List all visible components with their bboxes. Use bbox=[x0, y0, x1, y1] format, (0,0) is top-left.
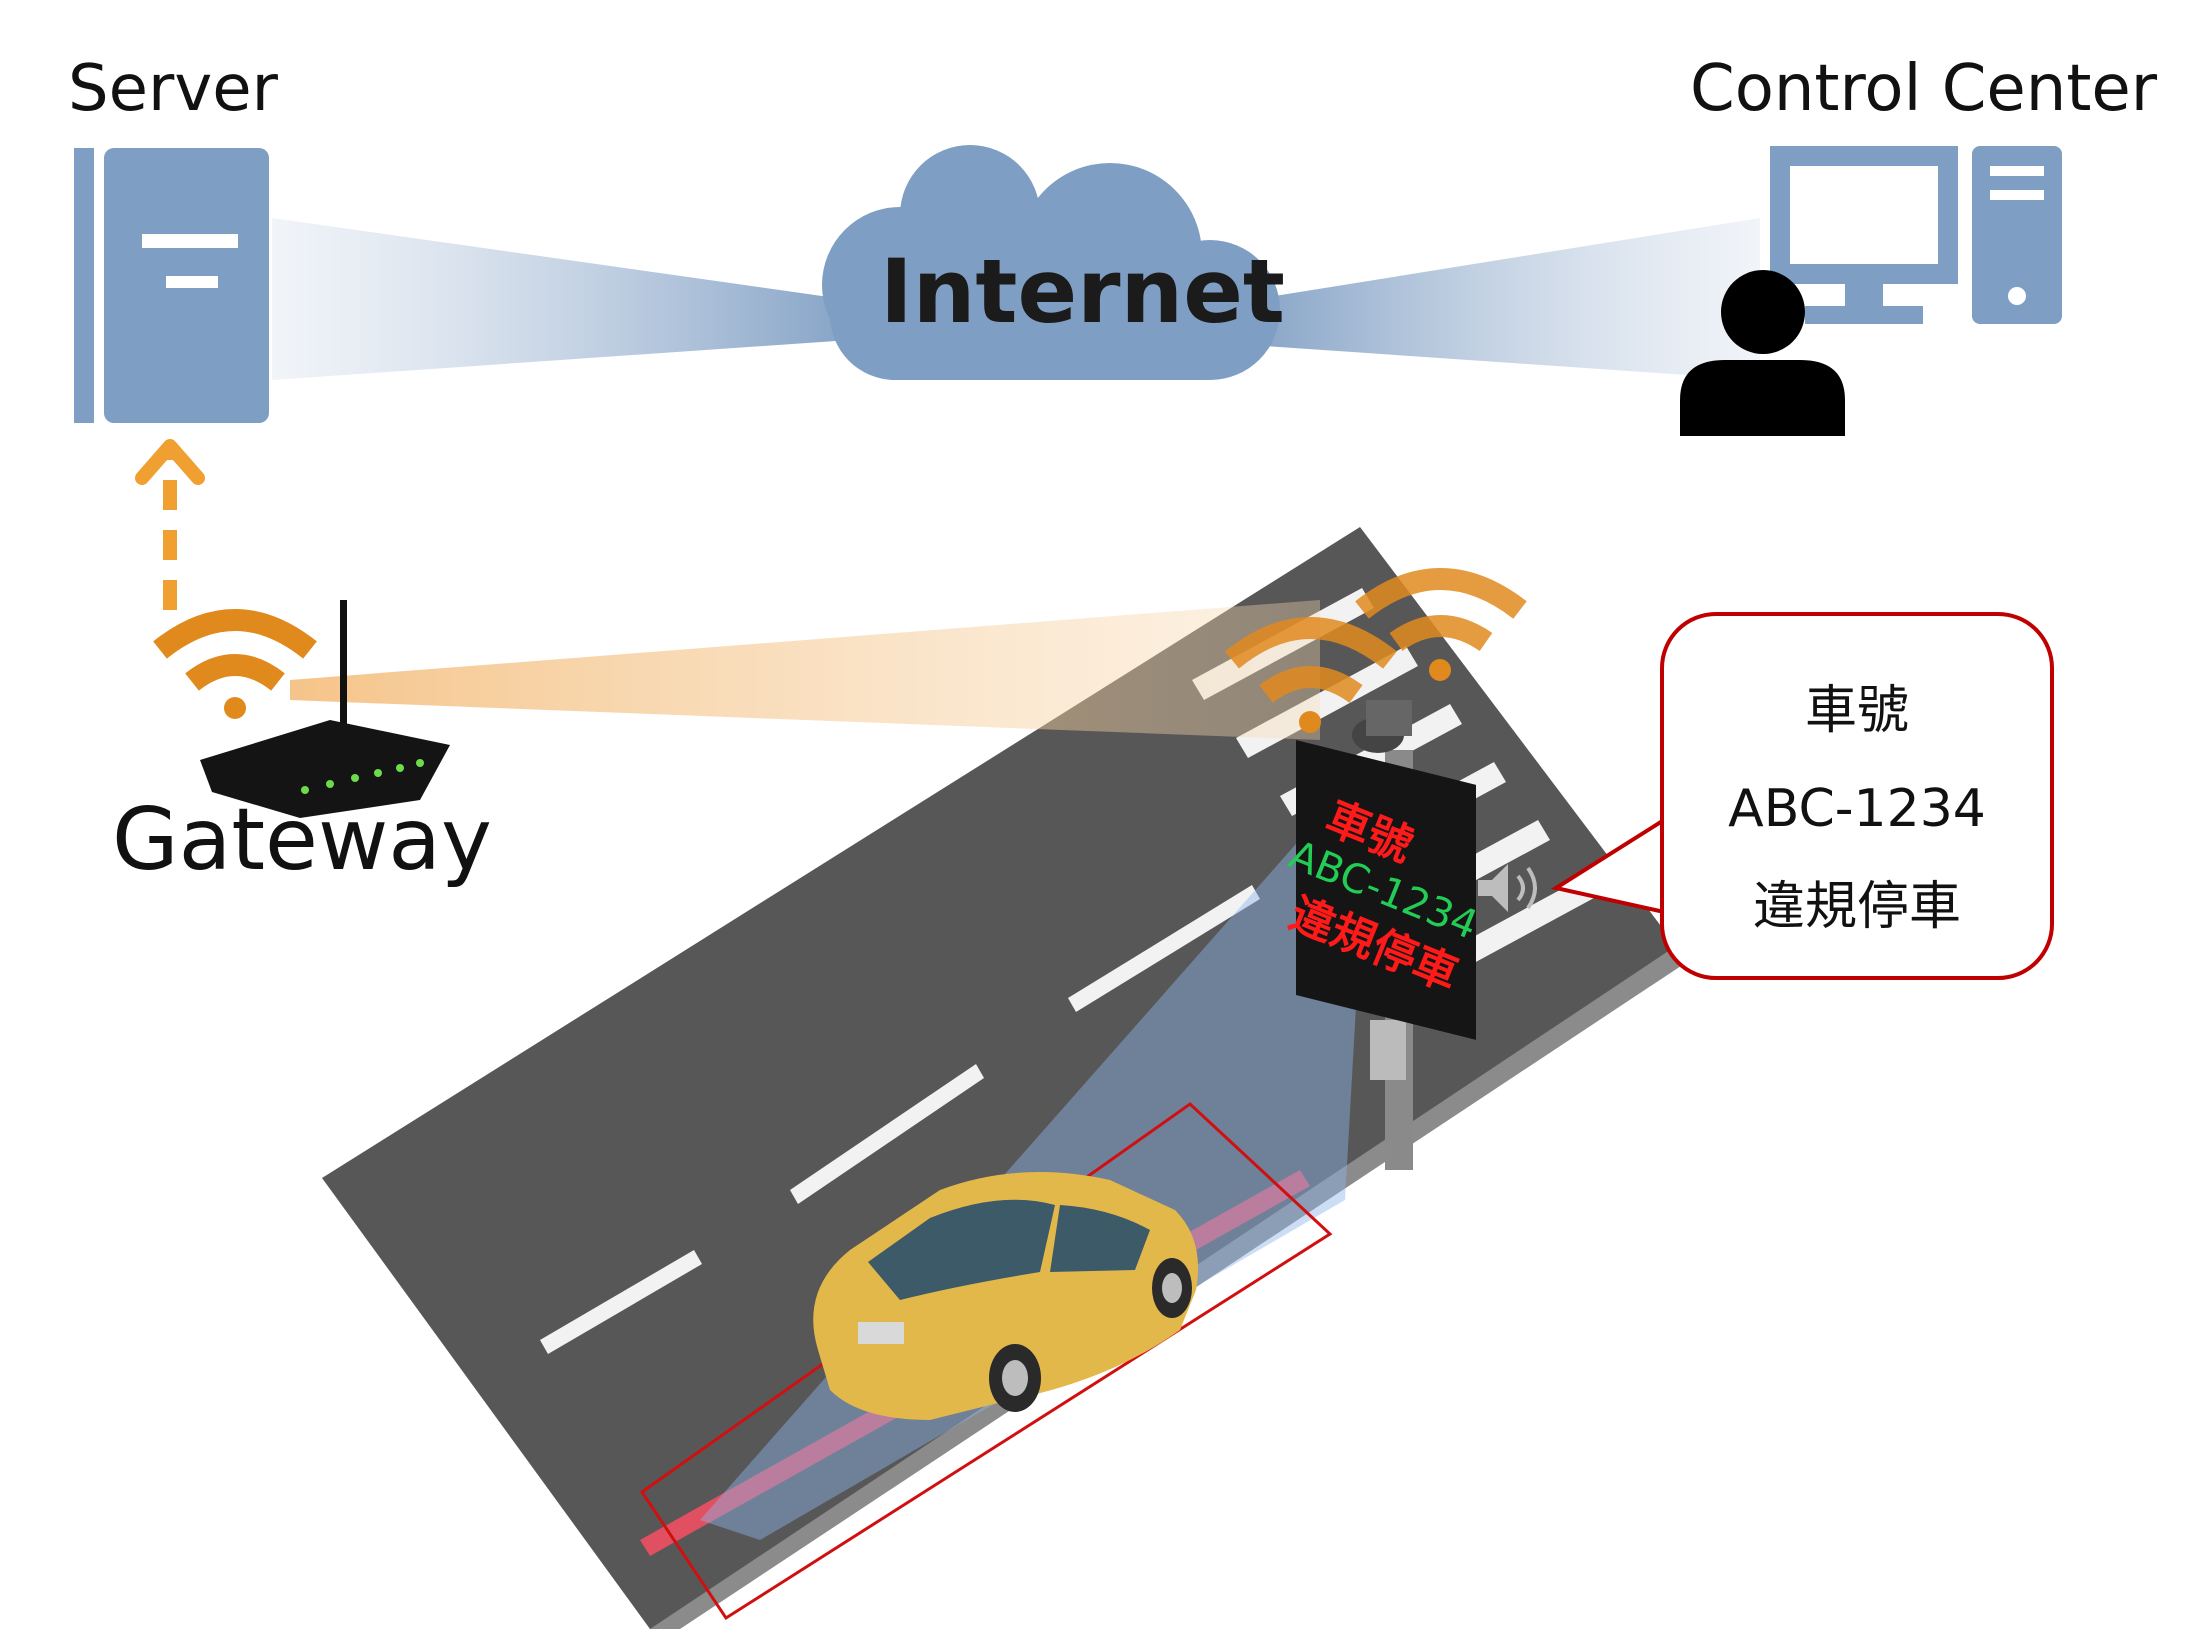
speech-bubble-text: 車號 ABC-1234 違規停車 bbox=[1660, 662, 2054, 956]
server-label: Server bbox=[68, 52, 278, 126]
gateway-camera-link bbox=[290, 600, 1320, 740]
car-icon bbox=[813, 1172, 1199, 1420]
control-center-label: Control Center bbox=[1690, 52, 2158, 126]
internet-label: Internet bbox=[880, 240, 1285, 343]
bubble-line1: 車號 bbox=[1804, 681, 1909, 741]
camera-icon bbox=[1352, 700, 1412, 753]
wifi-icon bbox=[1225, 568, 1527, 733]
router-icon bbox=[200, 600, 450, 818]
gateway-to-server-arrow bbox=[135, 439, 205, 610]
bubble-line3: 違規停車 bbox=[1752, 877, 1961, 937]
computer-icon bbox=[1770, 146, 2062, 324]
server-icon bbox=[74, 148, 269, 423]
person-icon bbox=[1680, 270, 1845, 436]
server-internet-link bbox=[272, 218, 850, 380]
wifi-icon bbox=[153, 609, 317, 719]
speaker-icon bbox=[1478, 864, 1537, 912]
control-internet-link bbox=[1250, 218, 1760, 380]
gateway-label: Gateway bbox=[112, 790, 492, 890]
cloud-icon bbox=[822, 145, 1280, 380]
speech-bubble bbox=[1660, 612, 2054, 980]
bubble-line2: ABC-1234 bbox=[1728, 779, 1986, 839]
